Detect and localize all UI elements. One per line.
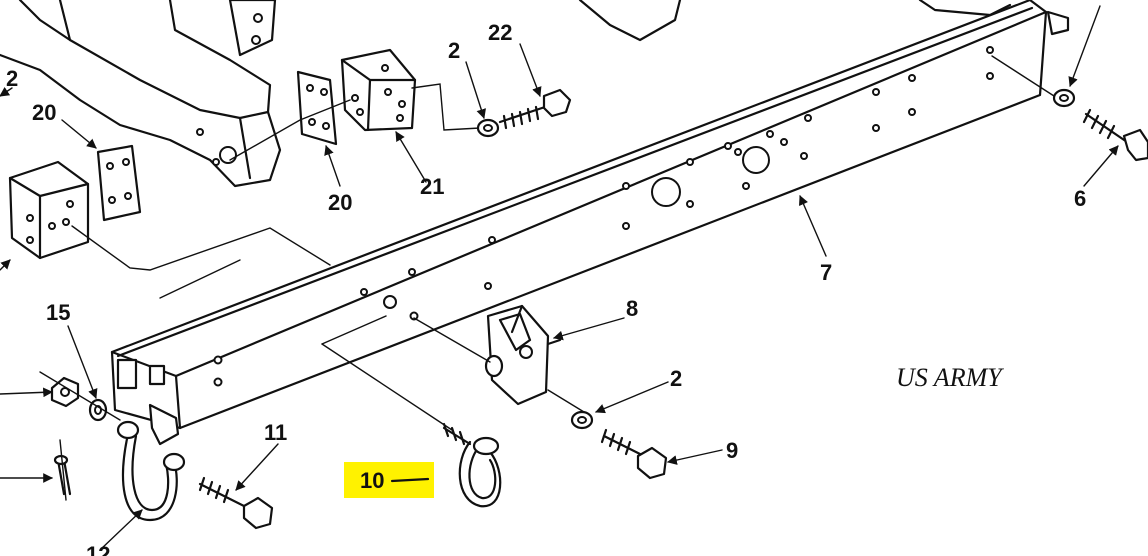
- bolt-22: [498, 88, 572, 130]
- callout-10: 10: [360, 468, 384, 493]
- washer-2-lower: [570, 410, 594, 430]
- callout-20-mid: 20: [328, 190, 352, 215]
- callout-2-mid: 2: [448, 38, 460, 63]
- callout-8: 8: [626, 296, 638, 321]
- callout-2-left: 2: [6, 66, 18, 91]
- nut-left: [50, 376, 80, 408]
- callout-20-left: 20: [32, 100, 56, 125]
- bolt-9: [600, 428, 668, 480]
- shim-plate-left: [96, 144, 142, 222]
- callout-11: 11: [264, 420, 287, 445]
- washer-2-mid: [476, 118, 500, 138]
- callout-2-lower: 2: [670, 366, 682, 391]
- bolt-11: [198, 476, 274, 530]
- tow-bracket: [484, 304, 562, 406]
- callout-21: 21: [420, 174, 444, 199]
- leader-10: [390, 477, 430, 483]
- callout-6: 6: [1074, 186, 1086, 211]
- shackle-10: [442, 422, 502, 508]
- callout-22: 22: [488, 20, 512, 45]
- mounting-bracket-center: [340, 48, 417, 132]
- shackle-12: [116, 403, 186, 522]
- callout-12-partial: 12: [86, 542, 110, 556]
- bumper-cross-member: [110, 0, 1070, 430]
- leader-lines: [0, 5, 1119, 551]
- us-army-watermark: US ARMY: [896, 363, 1004, 392]
- mounting-bracket-left: [8, 160, 90, 260]
- callout-15: 15: [46, 300, 70, 325]
- callout-9: 9: [726, 438, 738, 463]
- bolt-6: [1082, 108, 1148, 162]
- washer-2-right: [1052, 88, 1076, 108]
- shim-plate-center: [296, 70, 338, 146]
- callout-7: 7: [820, 260, 832, 285]
